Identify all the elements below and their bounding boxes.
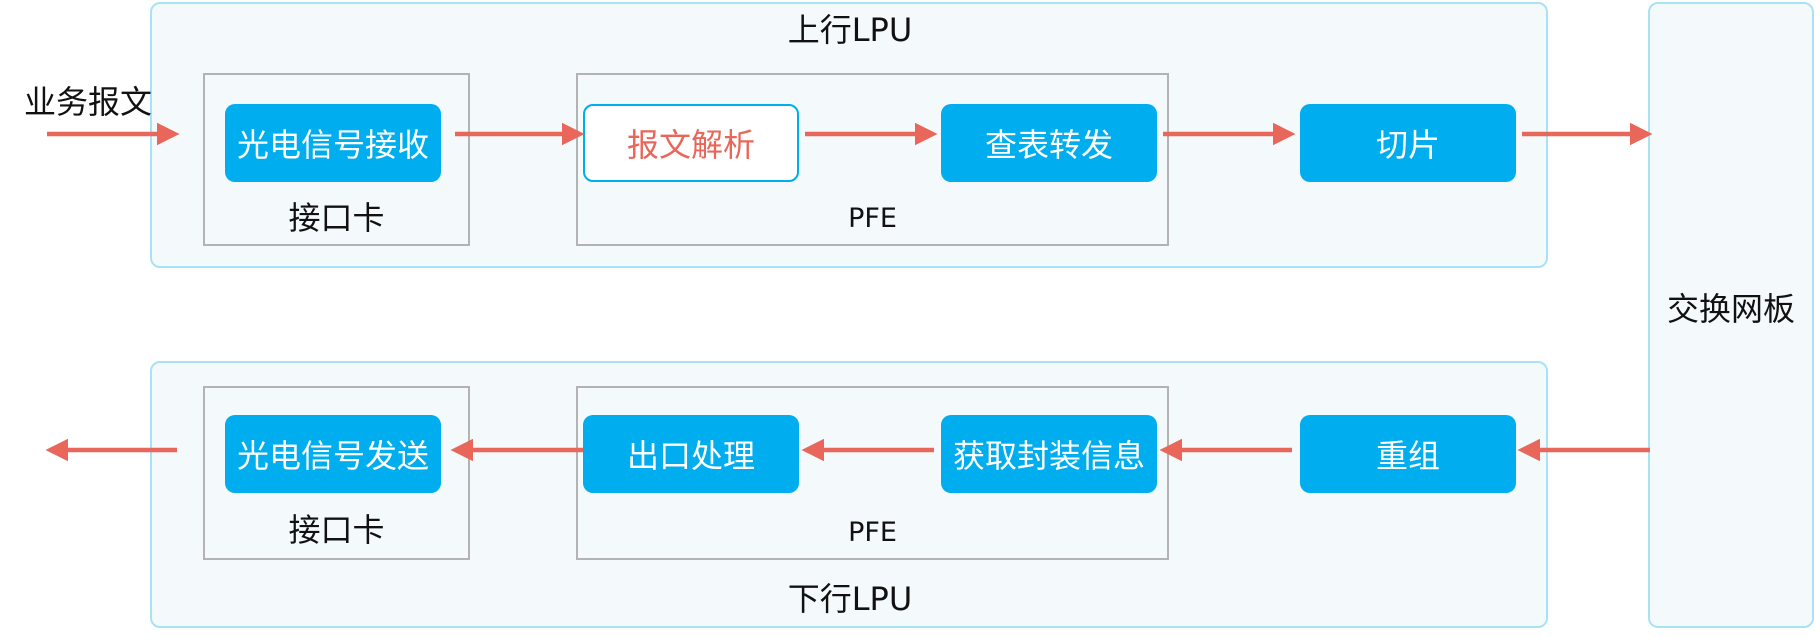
switch-board-label: 交换网板 [1666,290,1795,328]
upstream-interface-card-label: 接口卡 [288,199,385,237]
downstream-pfe-label: PFE [848,517,897,548]
node-slice: 切片 [1300,104,1516,182]
node-table-lookup-forward: 查表转发 [941,104,1157,182]
node-egress-processing: 出口处理 [583,415,799,493]
switch-board-panel [1648,2,1814,628]
downstream-interface-card-label: 接口卡 [288,511,385,549]
node-packet-parse: 报文解析 [583,104,799,182]
node-optical-signal-send: 光电信号发送 [225,415,441,493]
input-packet-label: 业务报文 [23,83,152,121]
upstream-lpu-title: 上行LPU [787,11,913,49]
node-optical-signal-receive: 光电信号接收 [225,104,441,182]
node-reassemble: 重组 [1300,415,1516,493]
node-get-encapsulation-info: 获取封装信息 [941,415,1157,493]
downstream-lpu-title: 下行LPU [787,580,913,618]
upstream-pfe-label: PFE [848,203,897,234]
